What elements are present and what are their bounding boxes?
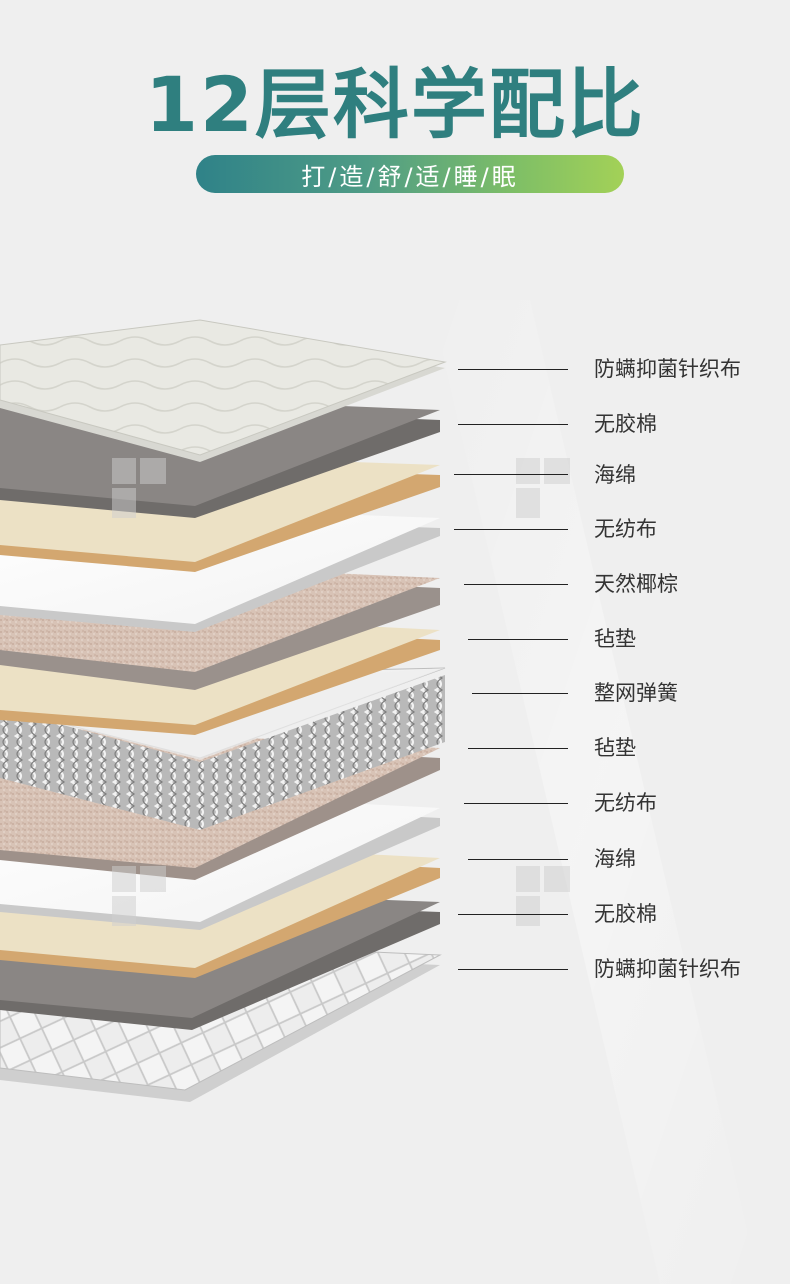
layer-label: 天然椰棕 xyxy=(594,572,678,596)
leader-line xyxy=(458,369,568,370)
subtitle-text: 打/造/舒/适/睡/眠 xyxy=(301,162,519,191)
layer-top-quilted-fabric xyxy=(0,319,447,462)
leader-line xyxy=(464,584,568,585)
layer-label: 无纺布 xyxy=(594,517,657,541)
layer-label: 无胶棉 xyxy=(594,902,657,926)
leader-line xyxy=(458,424,568,425)
leader-line xyxy=(468,748,568,749)
leader-line xyxy=(468,639,568,640)
layer-label: 防螨抑菌针织布 xyxy=(594,357,741,381)
layer-label: 无胶棉 xyxy=(594,412,657,436)
layer-label: 无纺布 xyxy=(594,791,657,815)
leader-line xyxy=(454,529,568,530)
watermark-logo-right-lower xyxy=(516,866,570,926)
leader-line xyxy=(468,859,568,860)
leader-line xyxy=(472,693,568,694)
subtitle-pill: 打/造/舒/适/睡/眠 xyxy=(196,155,624,193)
leader-line xyxy=(454,474,568,475)
layer-label: 毡垫 xyxy=(594,736,636,760)
layer-label: 整网弹簧 xyxy=(594,681,678,705)
leader-line xyxy=(458,969,568,970)
leader-line xyxy=(464,803,568,804)
watermark-logo-left-upper xyxy=(112,458,166,518)
watermark-logo-right-upper xyxy=(516,458,570,518)
page-title: 12层科学配比 xyxy=(145,60,645,149)
watermark-logo-left-lower xyxy=(112,866,166,926)
leader-line xyxy=(458,914,568,915)
layer-label: 海绵 xyxy=(594,847,636,871)
layer-label: 毡垫 xyxy=(594,627,636,651)
layer-label: 防螨抑菌针织布 xyxy=(594,957,741,981)
layer-label: 海绵 xyxy=(594,463,636,487)
